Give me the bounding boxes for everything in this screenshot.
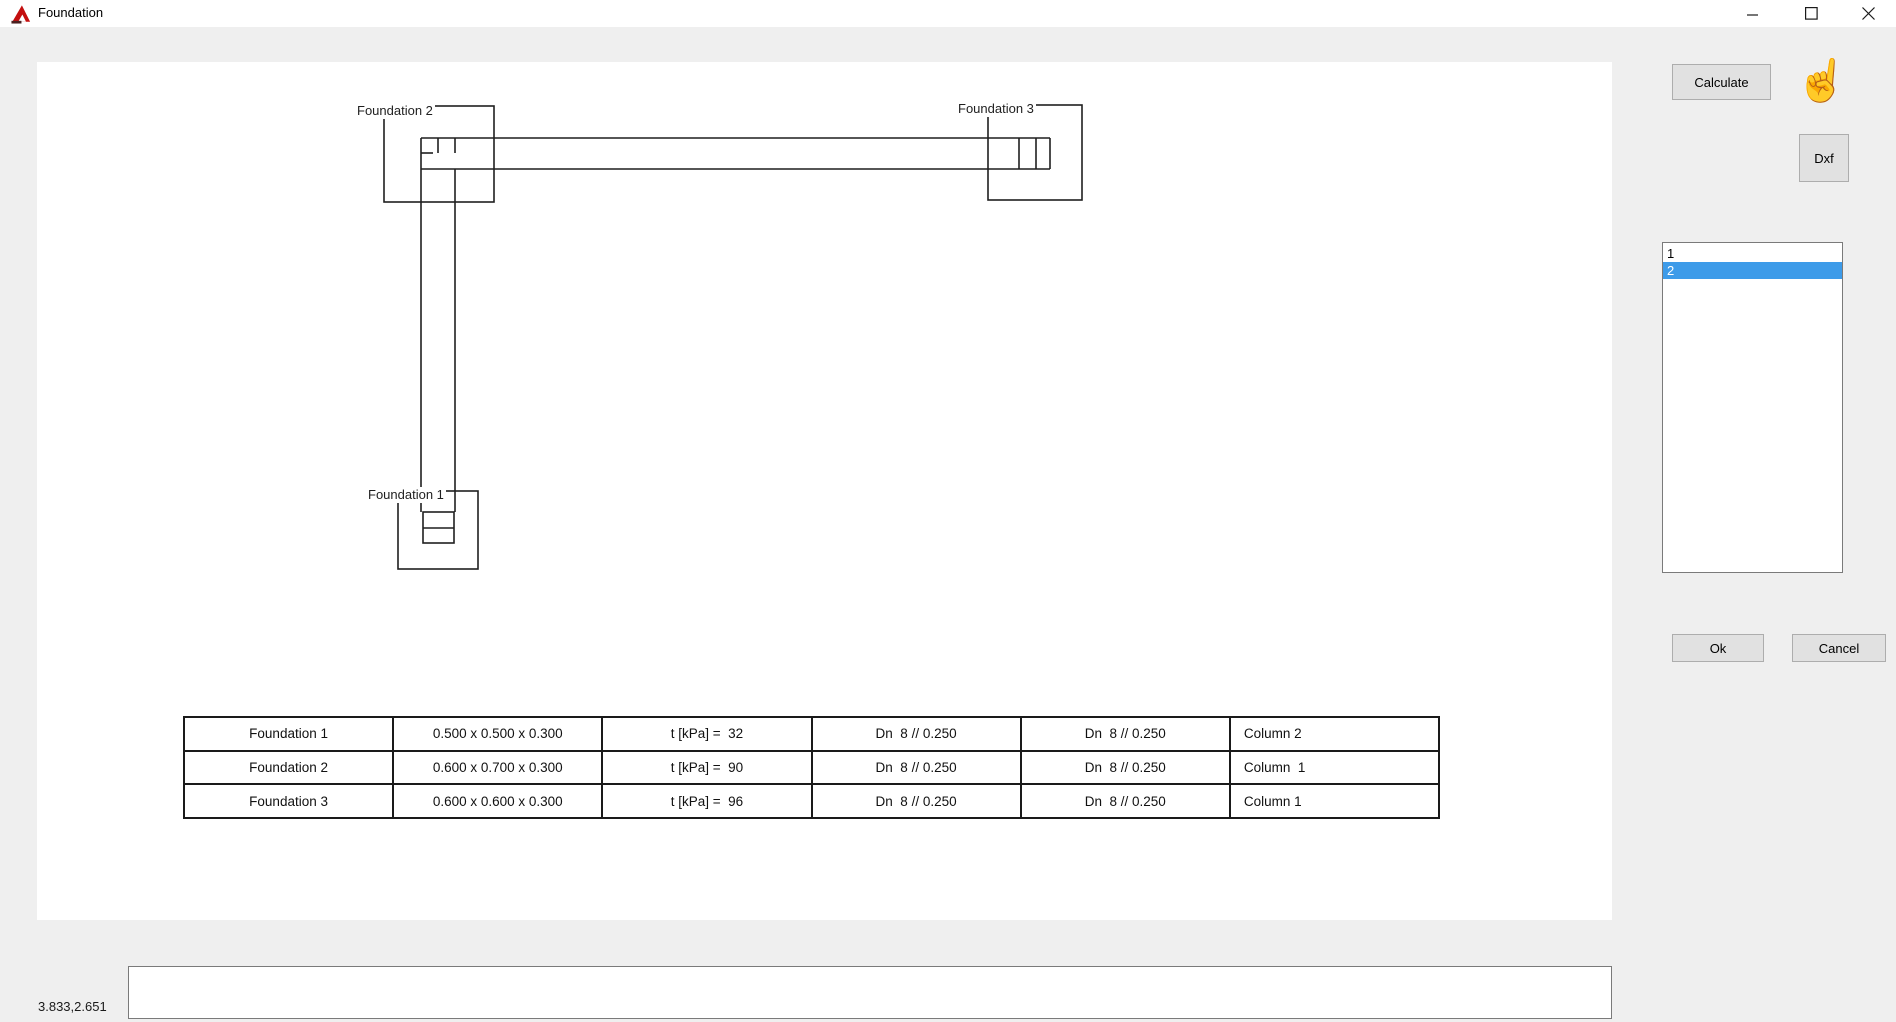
close-button[interactable] [1846,0,1891,27]
dxf-button[interactable]: Dxf [1799,134,1849,182]
titlebar: Foundation [0,0,1896,27]
close-icon [1862,7,1875,20]
table-cell: t [kPa] = 32 [603,718,811,750]
table-cell: Dn 8 // 0.250 [1021,751,1229,784]
table-cell: t [kPa] = 90 [603,751,811,784]
table-cell: Column 1 [1230,751,1438,784]
table-cell: 0.600 x 0.600 x 0.300 [394,785,602,817]
list-item-1[interactable]: 1 [1667,246,1675,261]
drawing-canvas[interactable]: Foundation 2 Foundation 3 Foundation 1 F… [37,62,1612,920]
table-cell: Foundation 2 [185,751,393,784]
ok-button[interactable]: Ok [1672,634,1764,662]
foundation1-label: Foundation 1 [366,487,446,503]
minimize-icon [1746,13,1758,16]
table-cell: Column 1 [1230,785,1438,817]
table-cell: Foundation 1 [185,718,393,750]
table-cell: 0.500 x 0.500 x 0.300 [394,718,602,750]
hand-cursor-icon: ☝ [1793,53,1851,106]
command-input[interactable] [128,966,1612,1019]
foundation2-outline [383,105,495,203]
table-cell: 0.600 x 0.700 x 0.300 [394,751,602,784]
app-logo-icon [11,5,31,24]
results-table: Foundation 1 0.500 x 0.500 x 0.300 t [kP… [183,716,1440,819]
table-cell: t [kPa] = 96 [603,785,811,817]
list-item-2[interactable]: 2 [1663,262,1842,279]
table-cell: Column 2 [1230,718,1438,750]
foundation-listbox[interactable]: 1 2 [1662,242,1843,573]
cursor-coordinates: 3.833,2.651 [38,999,107,1014]
minimize-button[interactable] [1730,0,1775,27]
table-cell: Dn 8 // 0.250 [812,751,1020,784]
table-cell: Foundation 3 [185,785,393,817]
window-title: Foundation [38,5,104,20]
maximize-button[interactable] [1789,0,1834,27]
table-cell: Dn 8 // 0.250 [812,785,1020,817]
table-cell: Dn 8 // 0.250 [1021,785,1229,817]
foundation3-label: Foundation 3 [956,101,1036,117]
maximize-icon [1805,7,1818,20]
table-cell: Dn 8 // 0.250 [1021,718,1229,750]
foundation3-outline [987,104,1083,201]
calculate-button[interactable]: Calculate [1672,64,1771,100]
table-cell: Dn 8 // 0.250 [812,718,1020,750]
foundation2-label: Foundation 2 [355,103,435,119]
cancel-button[interactable]: Cancel [1792,634,1886,662]
